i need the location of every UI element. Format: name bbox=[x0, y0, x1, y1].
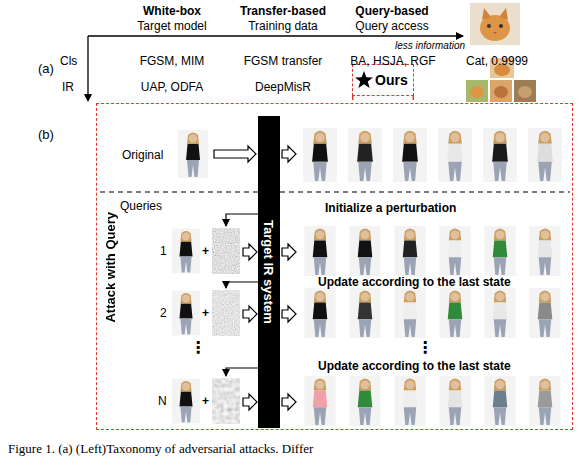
method-names: FGSM, MIM bbox=[140, 54, 205, 68]
ellipsis-mark: ⋮ bbox=[417, 340, 433, 356]
ellipsis-mark: ⋮ bbox=[190, 340, 206, 356]
plus-sign: + bbox=[202, 244, 209, 258]
method-names: FGSM transfer bbox=[244, 54, 323, 68]
node-text: Target IR system bbox=[261, 220, 276, 324]
axis-note: less information bbox=[395, 39, 465, 53]
figure-caption: Figure 1. (a) (Left)Taxonomy of adversar… bbox=[8, 441, 313, 457]
row-label: Original bbox=[122, 148, 163, 162]
column-subheading: Query access bbox=[355, 19, 428, 33]
method-box: Ours bbox=[352, 64, 414, 96]
plus-sign: + bbox=[202, 394, 209, 408]
column-heading: White-box bbox=[143, 4, 201, 18]
query-number: 1 bbox=[160, 244, 167, 258]
row-heading: Cls bbox=[60, 54, 77, 68]
system-bar: Target IR system bbox=[258, 116, 280, 428]
dashed-connector bbox=[353, 96, 414, 103]
step-note: Update according to the last state bbox=[318, 359, 511, 373]
column-heading: Transfer-based bbox=[240, 4, 326, 18]
attack-frame: Attack with Query Target IR system bbox=[96, 103, 573, 430]
method-names: BA, HSJA, RGF bbox=[350, 54, 435, 68]
column-subheading: Training data bbox=[248, 19, 318, 33]
query-number: N bbox=[158, 394, 167, 408]
node-text: Attack with Query bbox=[103, 212, 118, 323]
row-label: Queries bbox=[120, 199, 162, 213]
plus-sign: + bbox=[202, 306, 209, 320]
step-note: Update according to the last state bbox=[318, 275, 511, 289]
column-heading: Query-based bbox=[355, 4, 428, 18]
method-names: DeepMisR bbox=[255, 80, 311, 94]
step-note: Initialize a perturbation bbox=[325, 201, 456, 215]
panel-tag: (a) bbox=[38, 62, 54, 76]
column-subheading: Target model bbox=[137, 19, 206, 33]
method-names: UAP, ODFA bbox=[141, 80, 203, 94]
panel-tag: (b) bbox=[38, 128, 54, 142]
query-number: 2 bbox=[160, 306, 167, 320]
row-heading: IR bbox=[62, 80, 74, 94]
node-text: Ours bbox=[375, 72, 408, 88]
prediction-text: Cat, 0.9999 bbox=[466, 54, 528, 68]
